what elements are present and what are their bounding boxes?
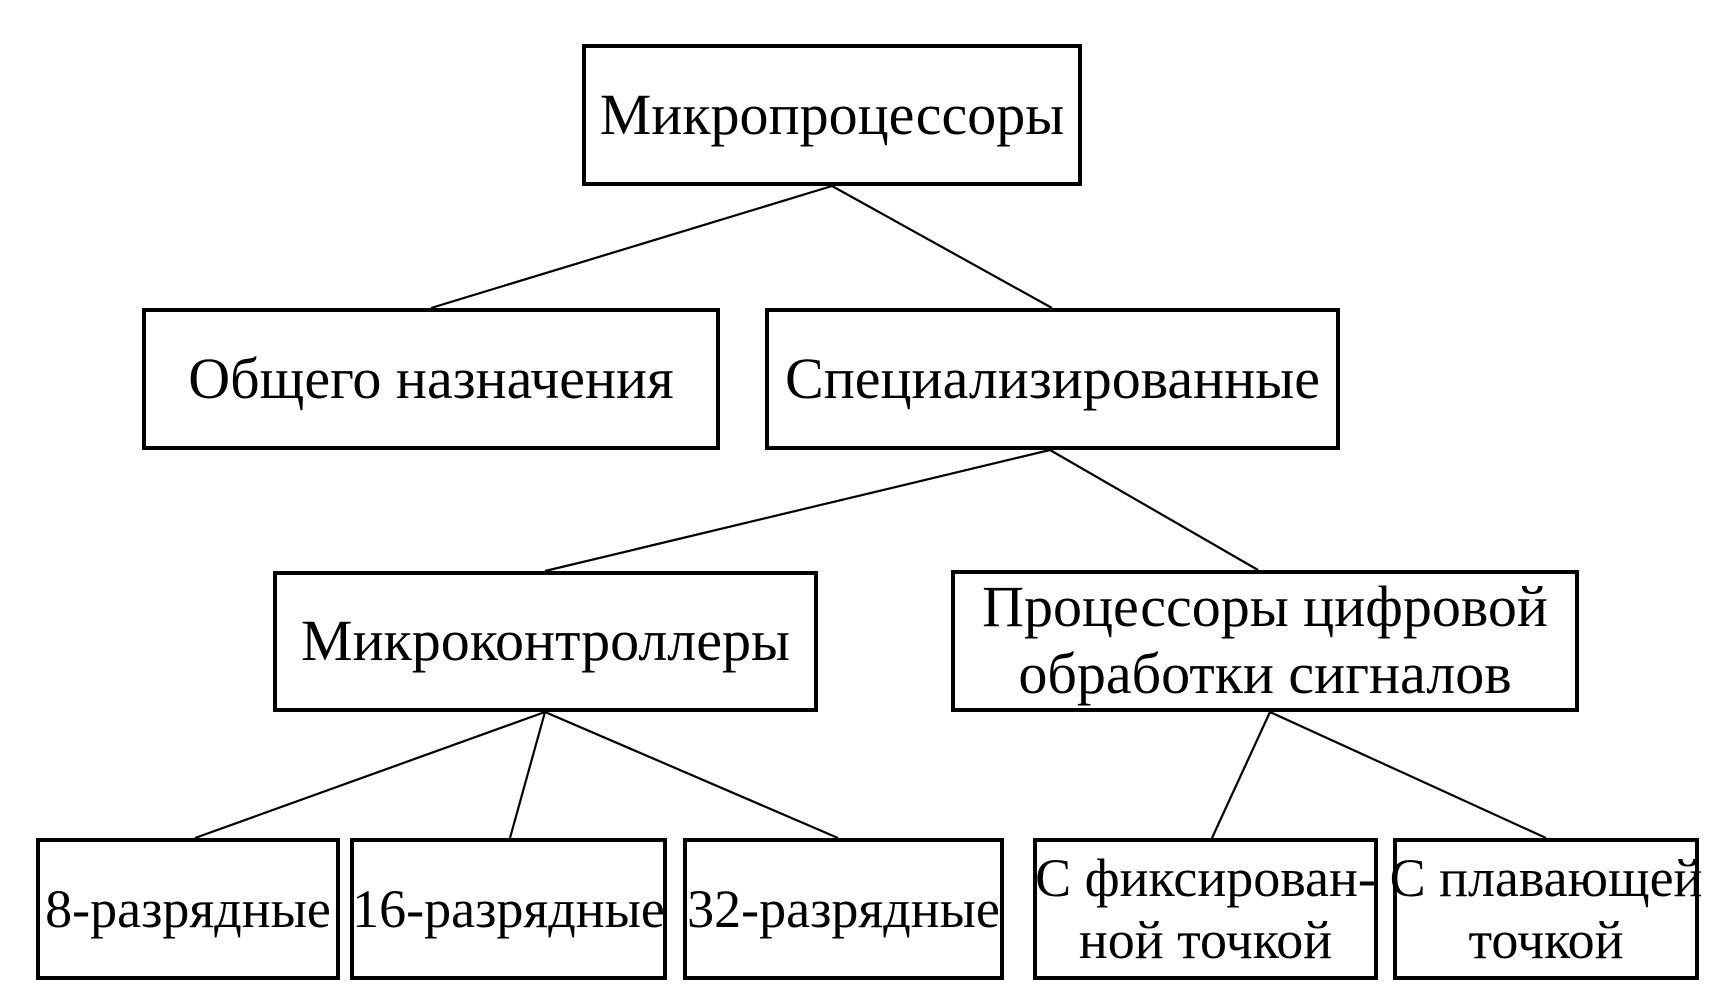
node-label: Общего назначения <box>188 345 674 411</box>
edge-specialized-dsp <box>1049 449 1259 571</box>
node-label: Микропроцессоры <box>599 81 1065 147</box>
node-label: 8-разрядные <box>45 878 331 939</box>
node-general-purpose: Общего назначения <box>142 308 720 450</box>
edge-dsp-float <box>1269 710 1547 840</box>
node-16bit: 16-разрядные <box>350 838 667 980</box>
node-label: Специализированные <box>785 345 1320 411</box>
edge-root-specialized <box>831 185 1053 309</box>
node-label-line2: ной точкой <box>1078 910 1333 970</box>
node-digital-signal-processors: Процессоры цифровой обработки сигналов <box>951 570 1579 712</box>
node-32bit: 32-разрядные <box>683 838 1004 980</box>
edge-micro-bit16 <box>508 711 547 839</box>
node-floating-point: С плавающей точкой <box>1390 838 1702 980</box>
node-label-line1: Процессоры цифровой <box>982 574 1548 640</box>
node-label: 32-разрядные <box>687 878 1000 939</box>
node-label-line2: обработки сигналов <box>1018 641 1512 706</box>
edge-dsp-fixed <box>1211 711 1271 839</box>
edge-micro-bit8 <box>194 710 546 840</box>
node-specialized: Специализированные <box>765 308 1340 450</box>
node-label: 16-разрядные <box>352 878 665 939</box>
edge-micro-bit32 <box>544 710 839 840</box>
node-microprocessors: Микропроцессоры <box>582 44 1082 186</box>
node-8bit: 8-разрядные <box>36 838 340 980</box>
node-label: Микроконтроллеры <box>301 608 790 674</box>
node-label-line1: С плавающей <box>1389 847 1703 908</box>
node-fixed-point: С фиксирован- ной точкой <box>1033 838 1378 980</box>
edge-specialized-micro <box>544 448 1051 573</box>
node-label-line1: С фиксирован- <box>1035 847 1376 908</box>
node-microcontrollers: Микроконтроллеры <box>273 571 818 712</box>
node-label-line2: точкой <box>1468 910 1624 970</box>
edge-root-general <box>430 184 833 310</box>
